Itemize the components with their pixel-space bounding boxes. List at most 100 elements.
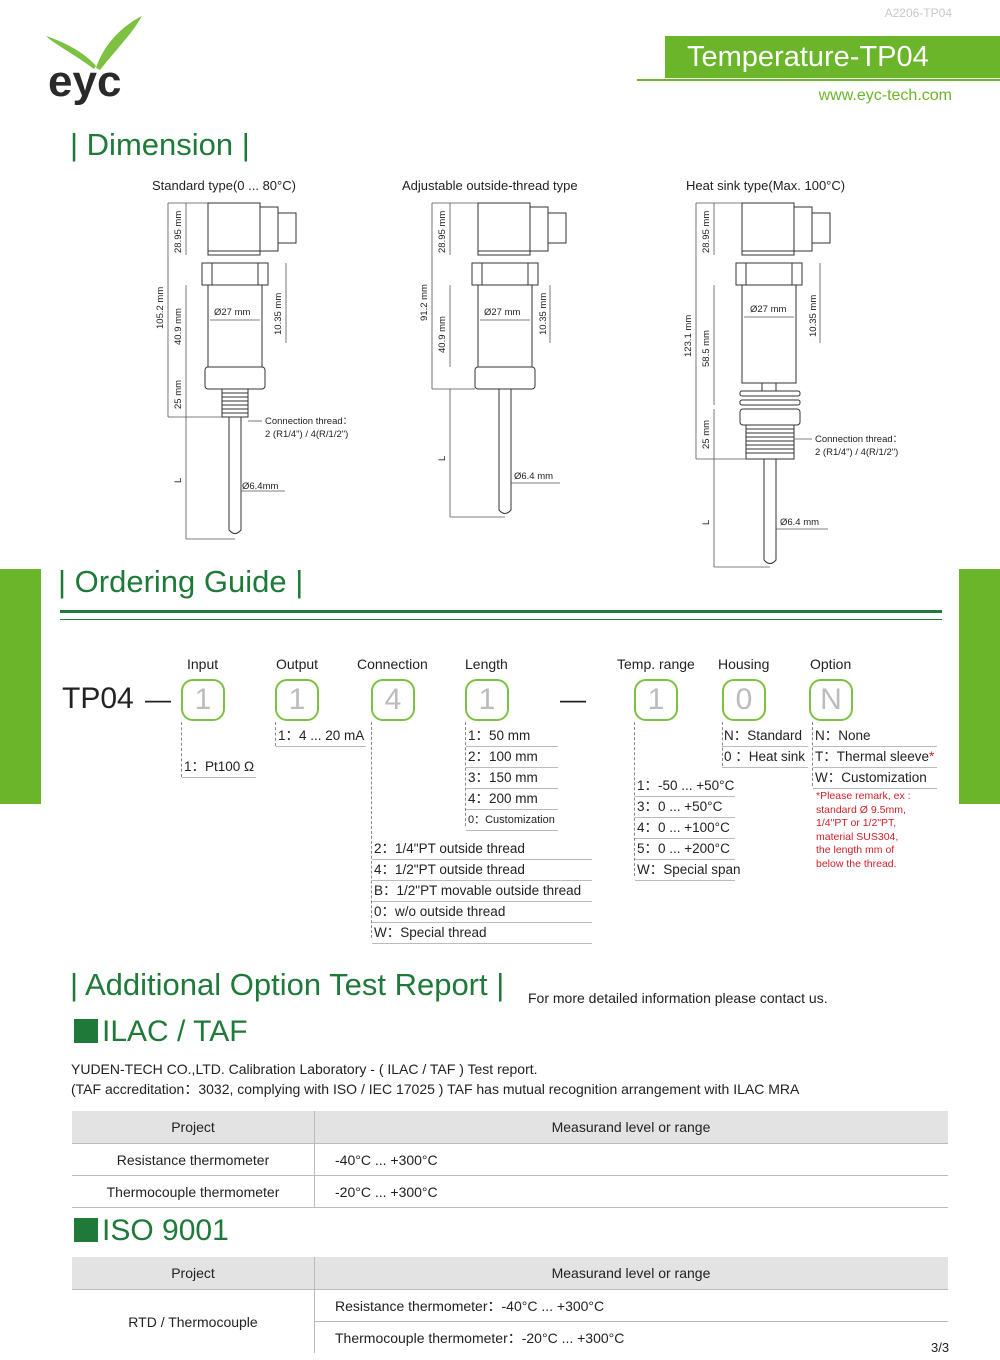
length-options: 1：50 mm 2：100 mm 3：150 mm 4：200 mm 0：Cus… <box>466 726 558 831</box>
logo: eyc <box>44 14 144 106</box>
temp-dash: — <box>560 684 586 714</box>
standard-type-title: Standard type(0 ... 80°C) <box>152 178 296 193</box>
adj-dim-3: 40.9 mm <box>437 316 448 353</box>
temp-range-option: 4：0 ... +100°C <box>635 818 735 839</box>
std-dim-1: 28.95 mm <box>173 211 184 253</box>
label-option: Option <box>810 656 852 672</box>
label-connection: Connection <box>357 656 428 672</box>
adj-dim-5: 10.35 mm <box>538 293 549 335</box>
length-option: 3：150 mm <box>466 768 558 789</box>
std-dim-7: L <box>173 478 184 483</box>
iso-table: Project Measurand level or range RTD / T… <box>72 1257 948 1353</box>
option-options: N：None T：Thermal sleeve* W：Customization <box>813 726 937 789</box>
housing-options: N：Standard 0 ：Heat sink <box>722 726 808 768</box>
hs-thread-label: Connection thread： <box>815 434 902 445</box>
ilac-heading: ILAC / TAF <box>74 1015 248 1049</box>
output-connector <box>275 722 276 746</box>
table-row: Thermocouple thermometer -20°C ... +300°… <box>72 1175 948 1208</box>
connection-option: 0：w/o outside thread <box>372 902 592 923</box>
test-report-heading: | Additional Option Test Report | <box>70 967 505 1002</box>
title-underline <box>637 79 1000 81</box>
hs-dim-7: L <box>701 520 712 525</box>
adj-dim-4: Ø27 mm <box>484 307 521 318</box>
option-item: N：None <box>813 726 937 747</box>
input-code-box[interactable]: 1 <box>181 679 225 721</box>
connection-option: 4：1/2"PT outside thread <box>372 860 592 881</box>
standard-type-drawing: 28.95 mm 105.2 mm 40.9 mm Ø27 mm 10.35 m… <box>155 202 352 540</box>
output-code-box[interactable]: 1 <box>275 679 319 721</box>
adjustable-type-drawing: 28.95 mm 91.2 mm 40.9 mm Ø27 mm 10.35 mm… <box>420 202 567 518</box>
length-connector <box>465 722 466 826</box>
option-item-label: T：Thermal sleeve <box>815 749 930 764</box>
hs-dim-3: 58.5 mm <box>701 330 712 367</box>
logo-text: eyc <box>48 57 121 106</box>
std-dim-5: 10.35 mm <box>273 293 284 335</box>
temp-range-option: W：Special span <box>635 860 741 881</box>
input-connector <box>181 722 182 777</box>
std-dim-8: Ø6.4mm <box>242 481 279 492</box>
std-dim-2: 105.2 mm <box>155 287 166 329</box>
connection-option: 2：1/4"PT outside thread <box>372 839 592 860</box>
option-code-box[interactable]: N <box>809 679 853 721</box>
page-number: 3/3 <box>931 1340 950 1355</box>
length-option: 4：200 mm <box>466 789 558 810</box>
length-option: 0：Customization <box>466 810 558 831</box>
hs-dim-8: Ø6.4 mm <box>780 517 819 528</box>
connection-code-box[interactable]: 4 <box>371 679 415 721</box>
ordering-divider <box>60 610 942 613</box>
note-line: below the thread. <box>816 857 897 870</box>
label-length: Length <box>465 656 508 672</box>
std-thread-label: Connection thread： <box>265 416 352 427</box>
right-green-bar <box>959 569 1000 804</box>
note-line: material SUS304, <box>816 830 899 843</box>
col-project: Project <box>72 1257 315 1290</box>
adj-dim-2: 91.2 mm <box>420 284 430 321</box>
connection-option: W：Special thread <box>372 923 592 944</box>
cell-range: -40°C ... +300°C <box>314 1143 948 1176</box>
ordering-guide-heading: | Ordering Guide | <box>58 564 304 599</box>
temp-range-options: 1：-50 ... +50°C 3：0 ... +50°C 4：0 ... +1… <box>635 776 741 881</box>
model-dash: — <box>145 684 171 714</box>
temp-connector <box>634 722 635 876</box>
note-line: *Please remark, ex : <box>816 790 911 802</box>
col-range: Measurand level or range <box>314 1111 948 1144</box>
eyc-logo-icon: eyc <box>46 16 142 106</box>
heatsink-type-drawing: 28.95 mm 123.1 mm 58.5 mm Ø27 mm 10.35 m… <box>683 202 902 568</box>
col-range: Measurand level or range <box>314 1257 948 1290</box>
adj-dim-1: 28.95 mm <box>437 211 448 253</box>
hs-dim-4: Ø27 mm <box>750 304 787 315</box>
connection-option: B：1/2"PT movable outside thread <box>372 881 592 902</box>
cell-range: Resistance thermometer：-40°C ... +300°C <box>314 1289 948 1322</box>
col-project: Project <box>72 1111 315 1144</box>
hs-thread-value: 2 (R1/4") / 4(R/1/2") <box>815 447 898 458</box>
length-code-box[interactable]: 1 <box>465 679 509 721</box>
cell-project: RTD / Thermocouple <box>72 1289 315 1353</box>
adj-dim-6: L <box>437 456 448 461</box>
heatsink-type-title: Heat sink type(Max. 100°C) <box>686 178 846 193</box>
note-line: standard Ø 9.5mm, <box>816 803 906 816</box>
website-link[interactable]: www.eyc-tech.com <box>818 87 952 104</box>
option-star: * <box>929 749 935 764</box>
note-line: the length mm of <box>816 844 895 856</box>
option-connector <box>812 722 813 786</box>
output-option: 1：4 ... 20 mA <box>276 726 367 747</box>
table-row: Resistance thermometer -40°C ... +300°C <box>72 1143 948 1176</box>
adjustable-type-title: Adjustable outside-thread type <box>402 178 578 193</box>
temp-range-option: 5：0 ... +200°C <box>635 839 735 860</box>
housing-code-box[interactable]: 0 <box>722 679 766 721</box>
dimension-heading: | Dimension | <box>70 127 250 162</box>
left-green-bar <box>0 569 41 804</box>
cell-range: Thermocouple thermometer：-20°C ... +300°… <box>335 1329 625 1346</box>
iso-heading-text: ISO 9001 <box>102 1214 229 1247</box>
temp-code-box[interactable]: 1 <box>634 679 678 721</box>
ilac-description-2: (TAF accreditation：3032, complying with … <box>71 1081 800 1097</box>
model-code: TP04 <box>62 682 134 715</box>
table-row: Thermocouple thermometer：-20°C ... +300°… <box>72 1322 948 1354</box>
connection-connector <box>371 722 372 938</box>
housing-option: N：Standard <box>722 726 808 747</box>
temp-range-option: 3：0 ... +50°C <box>635 797 735 818</box>
table-header-row: Project Measurand level or range <box>72 1257 948 1290</box>
option-item: T：Thermal sleeve* <box>813 747 937 768</box>
length-option: 2：100 mm <box>466 747 558 768</box>
option-remark-note: *Please remark, ex : standard Ø 9.5mm, 1… <box>816 790 911 871</box>
